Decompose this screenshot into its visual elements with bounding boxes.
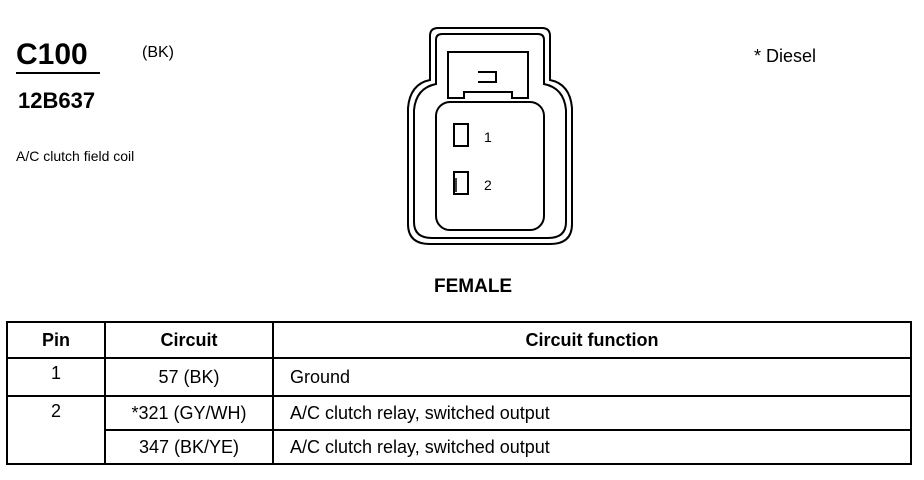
header-circuit-function: Circuit function xyxy=(272,321,912,359)
part-number: 12B637 xyxy=(18,88,96,113)
diesel-note: * Diesel xyxy=(754,46,817,66)
connector-description: A/C clutch field coil xyxy=(16,148,135,164)
header-pin: Pin xyxy=(6,321,106,359)
row-2-function: A/C clutch relay, switched output xyxy=(272,395,912,431)
pin-1-cavity xyxy=(453,123,469,147)
connector-latch xyxy=(447,51,529,99)
row-3-function: A/C clutch relay, switched output xyxy=(272,429,912,465)
connector-id: C100 xyxy=(16,38,88,71)
row-2-pin: 2 xyxy=(6,395,106,465)
table-header-row: Pin Circuit Circuit function xyxy=(6,321,912,359)
connector-latch-notch xyxy=(478,71,497,83)
row-2-circuit: *321 (GY/WH) xyxy=(104,395,274,431)
pin-2-cavity xyxy=(453,171,469,195)
connector-outer-body xyxy=(407,27,573,245)
pin-circuit-table: Pin Circuit Circuit function 1 57 (BK) G… xyxy=(6,321,912,465)
row-1-circuit: 57 (BK) xyxy=(104,357,274,397)
table-row: 2 *321 (GY/WH) A/C clutch relay, switche… xyxy=(6,395,912,465)
pin-1-label: 1 xyxy=(484,129,492,145)
row-3-circuit: 347 (BK/YE) xyxy=(104,429,274,465)
row-1-function: Ground xyxy=(272,357,912,397)
pin-2-label: 2 xyxy=(484,177,492,193)
connector-inner-body xyxy=(413,33,567,239)
connector-color: (BK) xyxy=(142,44,174,61)
header-circuit: Circuit xyxy=(104,321,274,359)
connector-id-underline xyxy=(16,72,100,74)
pin-cavity-block xyxy=(435,101,545,231)
row-1-pin: 1 xyxy=(6,357,106,397)
table-row: 347 (BK/YE) A/C clutch relay, switched o… xyxy=(7,429,912,465)
connector-gender-label: FEMALE xyxy=(434,276,513,297)
connector-face-drawing: 1 2 xyxy=(407,27,573,245)
table-row: 1 57 (BK) Ground xyxy=(6,357,912,397)
